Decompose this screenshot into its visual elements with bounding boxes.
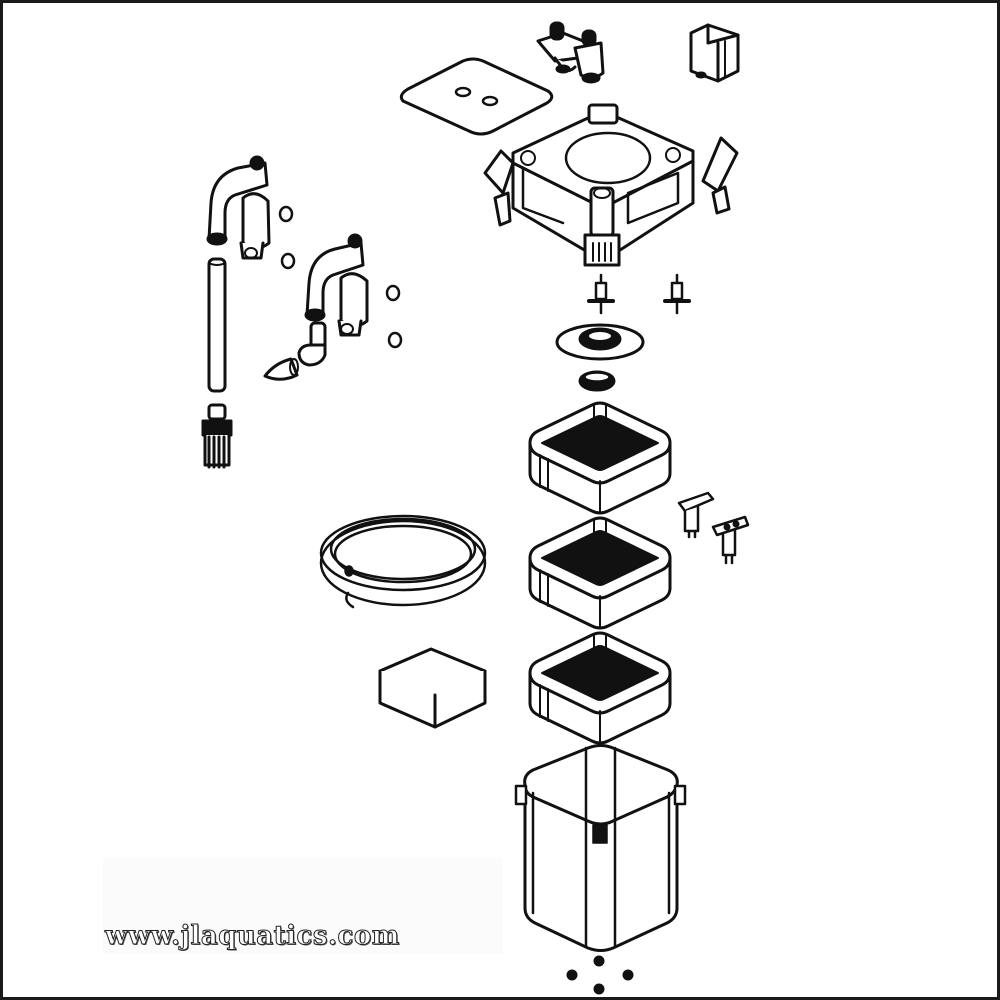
impeller-ring [578, 370, 616, 392]
latch-left [483, 149, 515, 227]
intake-valve [206, 155, 271, 260]
exploded-parts-diagram [201, 21, 750, 995]
intake-strainer [201, 403, 233, 469]
media-basket-1 [528, 401, 672, 515]
basket-clips [677, 491, 750, 565]
impeller-disc [555, 323, 645, 361]
outflow-valve [304, 233, 369, 337]
filter-head [511, 103, 695, 267]
sponge-block [378, 647, 487, 729]
top-sleeve [689, 23, 740, 83]
canister [514, 744, 687, 952]
nozzle [263, 357, 299, 381]
lid-gasket [399, 57, 554, 136]
o-rings [278, 205, 403, 349]
intake-tube [207, 257, 227, 393]
media-basket-3 [528, 631, 672, 745]
watermark-band [103, 858, 503, 953]
media-basket-2 [528, 516, 672, 630]
watermark-text: www.jlaquatics.com [105, 921, 400, 952]
elbow [297, 321, 327, 367]
hose-coil [319, 514, 487, 609]
impeller-shafts [587, 273, 691, 315]
latch-right [701, 136, 739, 215]
feet [566, 955, 634, 995]
top-valve-adapter [536, 21, 605, 84]
